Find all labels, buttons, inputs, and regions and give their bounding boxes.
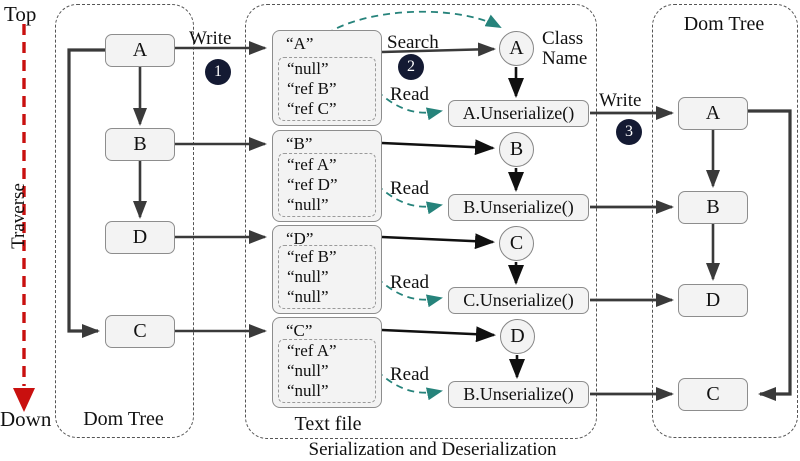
class-name-line2: Name (542, 48, 588, 69)
dom-node-left-b: B (105, 128, 175, 161)
text-file-panel (245, 4, 597, 439)
search-label: Search (387, 32, 439, 53)
record-field: “null” (287, 361, 329, 380)
unserialize-box-d: B.Unserialize() (448, 381, 589, 408)
left-dom-tree-panel (55, 4, 194, 438)
serialized-record-b: “B” “ref A” “ref D” “null” (272, 130, 382, 222)
dom-node-left-a: A (105, 34, 175, 67)
dom-node-right-d: D (678, 284, 748, 317)
dom-node-right-c: C (678, 378, 748, 411)
right-panel-title: Dom Tree (683, 13, 765, 35)
record-title: “A” (286, 34, 314, 53)
serialized-record-c: “C” “ref A” “null” “null” (272, 317, 382, 408)
record-fields: “ref B” “null” “null” (278, 245, 376, 309)
record-field: “null” (287, 195, 329, 214)
record-field: “ref D” (287, 175, 338, 194)
write-step1-label: Write (189, 28, 232, 49)
record-fields: “ref A” “ref D” “null” (278, 153, 376, 217)
record-field: “null” (287, 59, 329, 78)
unserialize-box-c: C.Unserialize() (448, 287, 589, 314)
left-panel-title: Dom Tree (83, 408, 164, 430)
class-name-line1: Class (542, 28, 584, 49)
record-fields: “ref A” “null” “null” (278, 339, 376, 403)
dom-node-right-b: B (678, 191, 748, 224)
traverse-top-label: Top (4, 2, 37, 26)
unserialize-box-a: A.Unserialize() (448, 100, 589, 127)
class-circle-b: B (499, 132, 534, 167)
write-step3-label: Write (599, 90, 642, 111)
record-field: “null” (287, 267, 329, 286)
step-1-badge: 1 (205, 59, 231, 85)
read-label-3: Read (390, 272, 430, 293)
class-circle-a: A (499, 31, 534, 66)
dom-node-left-c: C (105, 315, 175, 348)
record-field: “ref A” (287, 155, 337, 174)
record-fields: “null” “ref B” “ref C” (278, 57, 376, 121)
record-field: “null” (287, 287, 329, 306)
unserialize-box-b: B.Unserialize() (448, 194, 589, 221)
traverse-bottom-label: Down (0, 407, 52, 431)
record-field: “ref B” (287, 247, 337, 266)
read-label-4: Read (390, 364, 430, 385)
serialized-record-d: “D” “ref B” “null” “null” (272, 225, 382, 314)
dom-node-left-d: D (105, 221, 175, 254)
read-label-1: Read (390, 84, 430, 105)
traverse-label: Traverse (8, 183, 29, 249)
text-file-title: Text file (294, 413, 362, 435)
record-field: “ref B” (287, 79, 337, 98)
class-name-label: Class Name (542, 29, 587, 69)
record-title: “D” (286, 229, 314, 248)
record-title: “C” (286, 321, 313, 340)
class-circle-d: D (500, 319, 535, 354)
read-label-2: Read (390, 178, 430, 199)
right-dom-tree-panel (652, 4, 798, 438)
step-3-badge: 3 (616, 119, 642, 145)
step-2-badge: 2 (398, 54, 424, 80)
record-field: “ref C” (287, 99, 337, 118)
serialized-record-a: “A” “null” “ref B” “ref C” (272, 30, 382, 126)
record-title: “B” (286, 134, 313, 153)
record-field: “null” (287, 381, 329, 400)
record-field: “ref A” (287, 341, 337, 360)
diagram-caption: Serialization and Deserialization (308, 439, 557, 460)
dom-node-right-a: A (678, 97, 748, 130)
class-circle-c: C (499, 226, 534, 261)
